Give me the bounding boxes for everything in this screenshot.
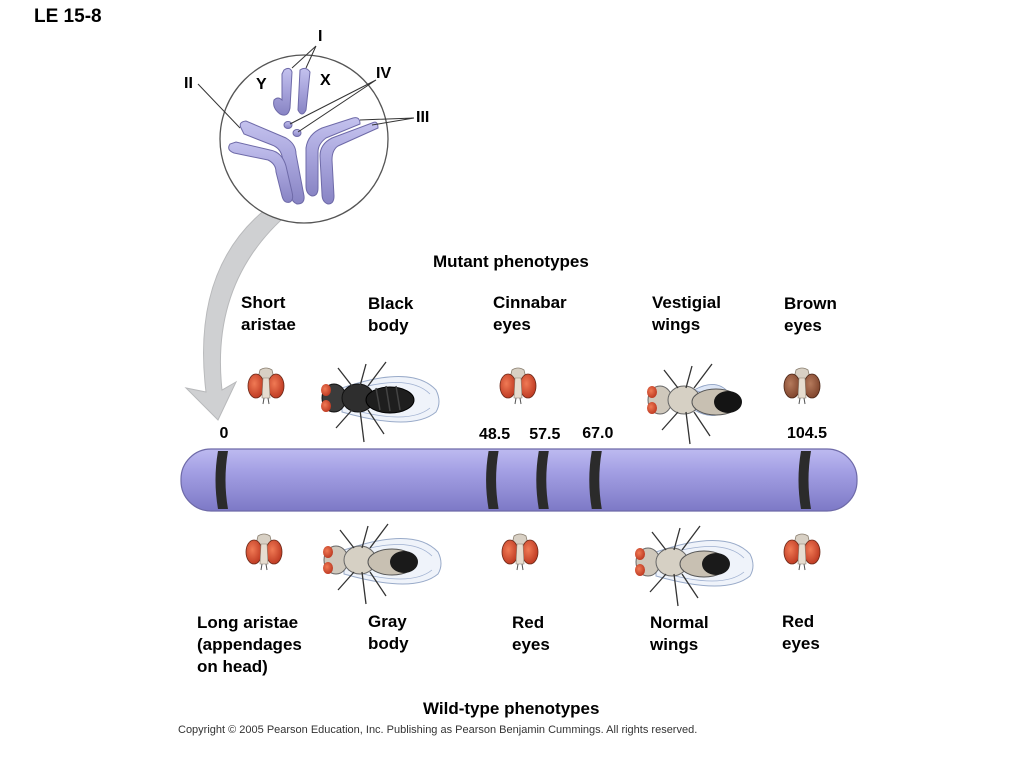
fly-black-body — [321, 361, 440, 443]
gene-bands — [215, 451, 811, 509]
fly-brown-eyes — [783, 367, 821, 405]
mutant-title: Mutant phenotypes — [433, 252, 589, 271]
wildtype-label-red-eyes-1: Red eyes — [512, 613, 550, 654]
gene-band — [536, 451, 549, 509]
chromosome-map-bar — [180, 448, 858, 512]
fly-normal-wings — [635, 525, 754, 607]
label-chromosome-ii: II — [184, 75, 193, 92]
gene-band — [798, 451, 811, 509]
fly-long-aristae — [245, 533, 283, 571]
map-position: 57.5 — [529, 426, 561, 443]
fly-red-eyes-1 — [501, 533, 539, 571]
label-chromosome-iii: III — [416, 109, 430, 126]
map-position: 67.0 — [582, 425, 614, 442]
label-chromosome-i: I — [318, 28, 323, 45]
copyright-notice: Copyright © 2005 Pearson Education, Inc.… — [178, 724, 698, 736]
wildtype-label-red-eyes-2: Red eyes — [782, 612, 820, 653]
pointer-lines — [197, 45, 415, 133]
label-chromosome-y: Y — [256, 76, 267, 93]
mutant-label-cinnabar-eyes: Cinnabar eyes — [493, 293, 567, 334]
fly-cinnabar-eyes — [499, 367, 537, 405]
map-position: 104.5 — [786, 425, 828, 442]
fly-short-aristae — [247, 367, 285, 405]
zoom-arrow — [184, 199, 291, 421]
wildtype-label-normal-wings: Normal wings — [650, 613, 709, 654]
label-chromosome-iv: IV — [376, 65, 392, 82]
gene-band — [589, 451, 602, 509]
fly-red-eyes-2 — [783, 533, 821, 571]
fly-gray-body — [323, 523, 442, 605]
karyotype — [228, 67, 379, 205]
chromosome-circle — [219, 54, 389, 224]
gene-band — [215, 451, 228, 509]
mutant-label-brown-eyes: Brown eyes — [784, 294, 837, 335]
figure-label: LE 15-8 — [34, 6, 102, 27]
mutant-label-short-aristae: Short aristae — [241, 293, 296, 334]
wildtype-label-gray-body: Gray body — [368, 612, 409, 653]
label-chromosome-x: X — [320, 72, 331, 89]
map-position: 0 — [219, 425, 229, 442]
mutant-label-black-body: Black body — [368, 294, 414, 335]
map-position: 48.5 — [479, 426, 511, 443]
wildtype-label-long-aristae: Long aristae (appendages on head) — [197, 613, 302, 676]
gene-band — [486, 451, 499, 509]
wildtype-title: Wild-type phenotypes — [423, 699, 600, 718]
mutant-label-vestigial-wings: Vestigial wings — [652, 293, 721, 334]
fly-vestigial-wings — [647, 363, 742, 445]
